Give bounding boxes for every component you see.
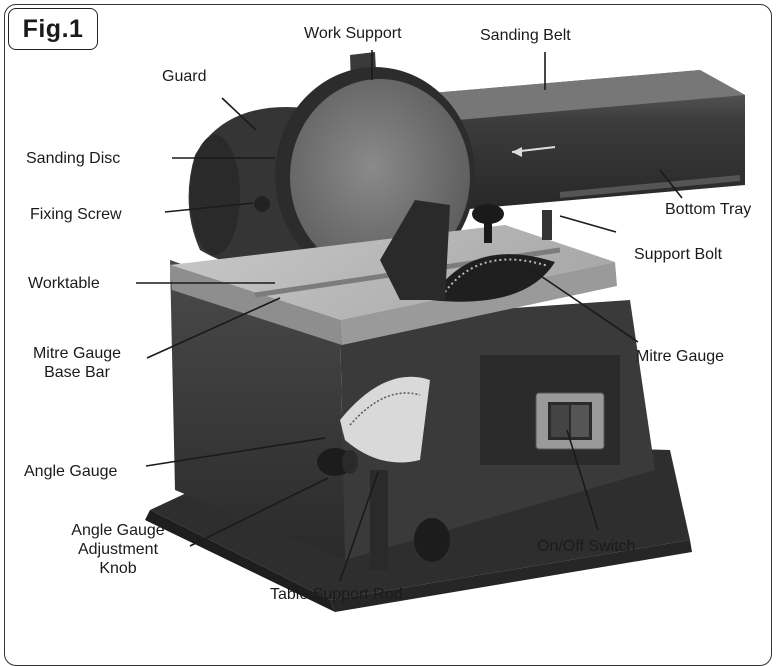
label-work-support: Work Support [304, 25, 402, 42]
angle-gauge-adjustment-knob [317, 448, 358, 476]
label-angle-gauge-adjustment-knob: Angle Gauge Adjustment Knob [58, 521, 178, 578]
label-angle-gauge: Angle Gauge [24, 463, 118, 480]
label-on-off-switch: On/Off Switch [537, 538, 636, 555]
label-guard: Guard [162, 68, 207, 85]
label-fixing-screw: Fixing Screw [30, 206, 122, 223]
label-mitre-gauge-base-bar: Mitre Gauge Base Bar [22, 344, 132, 382]
angle-gauge [340, 376, 430, 463]
label-mitre-gauge: Mitre Gauge [636, 348, 725, 365]
motor-housing [170, 260, 655, 560]
label-sanding-disc: Sanding Disc [26, 150, 121, 167]
label-support-bolt: Support Bolt [634, 246, 723, 263]
label-bottom-tray: Bottom Tray [665, 201, 752, 218]
direction-arrow [512, 147, 522, 157]
fixing-screw-knob [254, 196, 270, 212]
leader-lines [136, 50, 683, 582]
label-mitre-gauge-base-bar-line2: Base Bar [44, 364, 110, 381]
label-angle-gauge-adj-line1: Angle Gauge [71, 522, 165, 539]
belt-disc-sander-illustration [136, 50, 745, 612]
label-angle-gauge-adj-line3: Knob [99, 560, 137, 577]
figure-label: Fig.1 [8, 8, 98, 50]
support-bolt [542, 210, 552, 240]
table-support-rod [370, 470, 450, 570]
label-mitre-gauge-base-bar-line1: Mitre Gauge [32, 345, 122, 362]
on-off-switch[interactable] [535, 392, 605, 450]
label-angle-gauge-adj-line2: Adjustment [77, 541, 159, 558]
label-table-support-rod: Table Support Rod [270, 586, 403, 603]
label-sanding-belt: Sanding Belt [480, 27, 571, 44]
label-worktable: Worktable [28, 275, 100, 292]
mitre-gauge [380, 200, 555, 302]
mitre-gauge-knob [472, 204, 504, 224]
bottom-tray [559, 175, 741, 198]
